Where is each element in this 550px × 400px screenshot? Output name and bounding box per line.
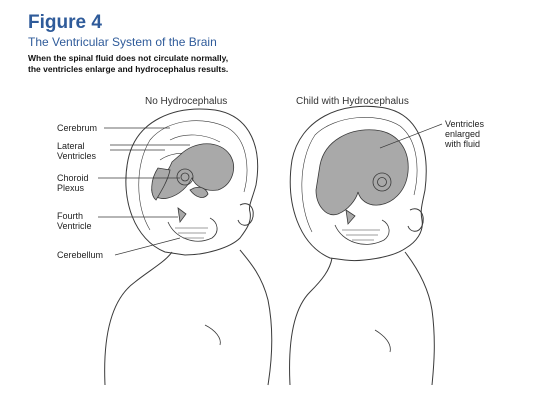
normal-ear [237, 203, 254, 226]
normal-cerebellum [167, 217, 218, 242]
hydro-choroid-plexus [372, 172, 392, 192]
normal-temporal-horn [189, 186, 209, 198]
label-enlarged-line-1: Ventricles [445, 119, 485, 129]
panel-title-hydrocephalus: Child with Hydrocephalus [296, 96, 409, 107]
caption-line-1: When the spinal fluid does not circulate… [28, 53, 229, 63]
hydro-body-outline [289, 251, 435, 386]
label-choroid-plexus: Choroid Plexus [57, 173, 89, 193]
label-fourth-line-2: Ventricle [57, 221, 92, 231]
hydro-fourth-ventricle [345, 209, 356, 225]
normal-choroid-plexus [176, 168, 194, 186]
label-ventricles-enlarged: Ventricles enlarged with fluid [445, 119, 484, 149]
hydro-cerebellum [334, 219, 390, 245]
label-enlarged-line-2: enlarged [445, 129, 481, 139]
normal-fourth-ventricle [177, 207, 187, 224]
label-cerebrum: Cerebrum [57, 123, 98, 133]
hydro-child-illustration [289, 105, 435, 386]
label-cerebellum: Cerebellum [57, 250, 104, 260]
label-lateral-line-2: Ventricles [57, 151, 97, 161]
leader-enlarged [379, 123, 443, 149]
figure-caption: When the spinal fluid does not circulate… [28, 53, 288, 75]
label-lateral-ventricles: Lateral Ventricles [57, 141, 96, 161]
hydro-ear [407, 208, 424, 232]
normal-ventricle-lobe [151, 167, 171, 201]
label-lateral-line-1: Lateral [57, 141, 85, 151]
hydro-cerebellum-lines [342, 229, 380, 241]
label-choroid-line-1: Choroid [57, 173, 89, 183]
normal-leader-lines [98, 127, 190, 256]
normal-body-outline [104, 249, 273, 386]
label-enlarged-line-3: with fluid [445, 139, 481, 149]
hydro-leader-lines [379, 123, 443, 149]
caption-line-2: the ventricles enlarge and hydrocephalus… [28, 64, 229, 74]
label-choroid-line-2: Plexus [57, 183, 85, 193]
label-fourth-ventricle: Fourth Ventricle [57, 211, 92, 231]
normal-skull-inner [138, 120, 248, 231]
figure-title: The Ventricular System of the Brain [28, 35, 217, 49]
panel-title-normal: No Hydrocephalus [145, 96, 228, 107]
leader-cerebellum [114, 237, 181, 256]
label-fourth-line-1: Fourth [57, 211, 84, 221]
hydro-ventricles [315, 129, 409, 225]
hydro-shoulder [374, 329, 391, 353]
normal-ventricles [151, 143, 234, 224]
hydro-skull-inner [301, 117, 418, 233]
normal-shoulder [204, 324, 221, 346]
normal-cerebellum-lines [175, 227, 208, 239]
hydro-head-outline [289, 105, 427, 261]
hydro-enlarged-ventricle [315, 129, 409, 216]
figure-number: Figure 4 [28, 12, 102, 33]
normal-head-outline [125, 108, 259, 256]
